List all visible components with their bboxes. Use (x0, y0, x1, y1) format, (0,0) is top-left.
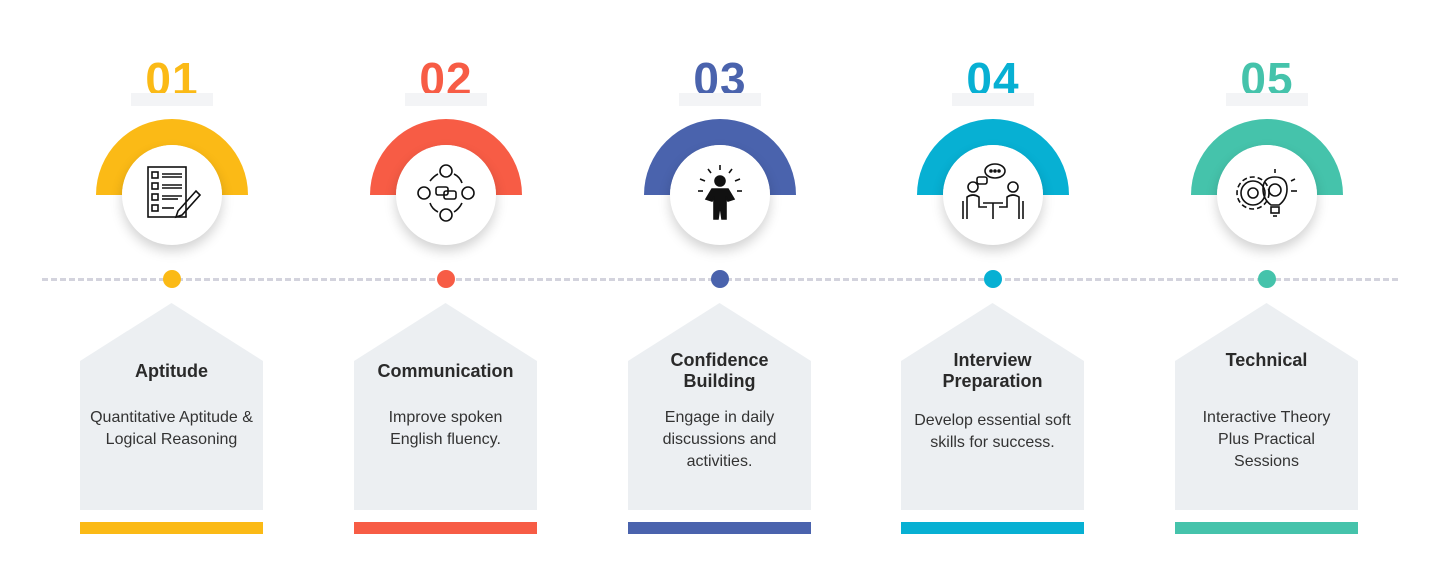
number-underlay (405, 93, 487, 106)
step-card: Technical Interactive Theory Plus Practi… (1175, 303, 1358, 510)
number-underlay (131, 93, 213, 106)
step-color-bar (1175, 522, 1358, 534)
icon-circle (396, 145, 496, 245)
step-card: Communication Improve spoken English flu… (354, 303, 537, 510)
icon-circle (1217, 145, 1317, 245)
step-color-bar (80, 522, 263, 534)
timeline-dot (1258, 270, 1276, 288)
confident-person-icon (688, 161, 752, 230)
timeline-dot (437, 270, 455, 288)
step-color-bar (354, 522, 537, 534)
timeline-dot (984, 270, 1002, 288)
timeline-step-05: 05 Technical Interactive Theory Plus Pra… (1130, 0, 1404, 580)
step-description: Engage in daily discussions and activiti… (662, 409, 777, 470)
timeline-step-02: 02 Communication Improve spoken English … (309, 0, 583, 580)
step-color-bar (628, 522, 811, 534)
network-people-icon (414, 161, 478, 230)
step-card: Confidence Building Engage in daily disc… (628, 303, 811, 510)
timeline-dot (711, 270, 729, 288)
interview-icon (959, 161, 1027, 230)
step-description: Quantitative Aptitude & Logical Reasonin… (90, 409, 253, 448)
step-description: Improve spoken English fluency. (388, 409, 503, 448)
icon-circle (943, 145, 1043, 245)
timeline-dot (163, 270, 181, 288)
step-title: Technical (1225, 350, 1308, 370)
number-underlay (1226, 93, 1308, 106)
step-card: Interview Preparation Develop essential … (901, 303, 1084, 510)
gear-bulb-icon (1231, 161, 1303, 230)
step-color-bar (901, 522, 1084, 534)
checklist-icon (140, 163, 204, 228)
icon-circle (122, 145, 222, 245)
step-title: Aptitude (135, 361, 208, 381)
step-title: Communication (377, 361, 514, 381)
icon-circle (670, 145, 770, 245)
step-title: Interview Preparation (942, 350, 1043, 391)
timeline-step-04: 04 Interview Preparation Develop essenti… (856, 0, 1130, 580)
step-description: Interactive Theory Plus Practical Sessio… (1202, 409, 1331, 470)
timeline-step-01: 01 Aptitude Quantitative Aptitude & Logi… (35, 0, 309, 580)
number-underlay (952, 93, 1034, 106)
number-underlay (679, 93, 761, 106)
timeline-step-03: 03 Confidence Building Engage in daily d… (583, 0, 857, 580)
step-description: Develop essential soft skills for succes… (914, 412, 1071, 451)
step-card: Aptitude Quantitative Aptitude & Logical… (80, 303, 263, 510)
step-title: Confidence Building (670, 350, 769, 391)
